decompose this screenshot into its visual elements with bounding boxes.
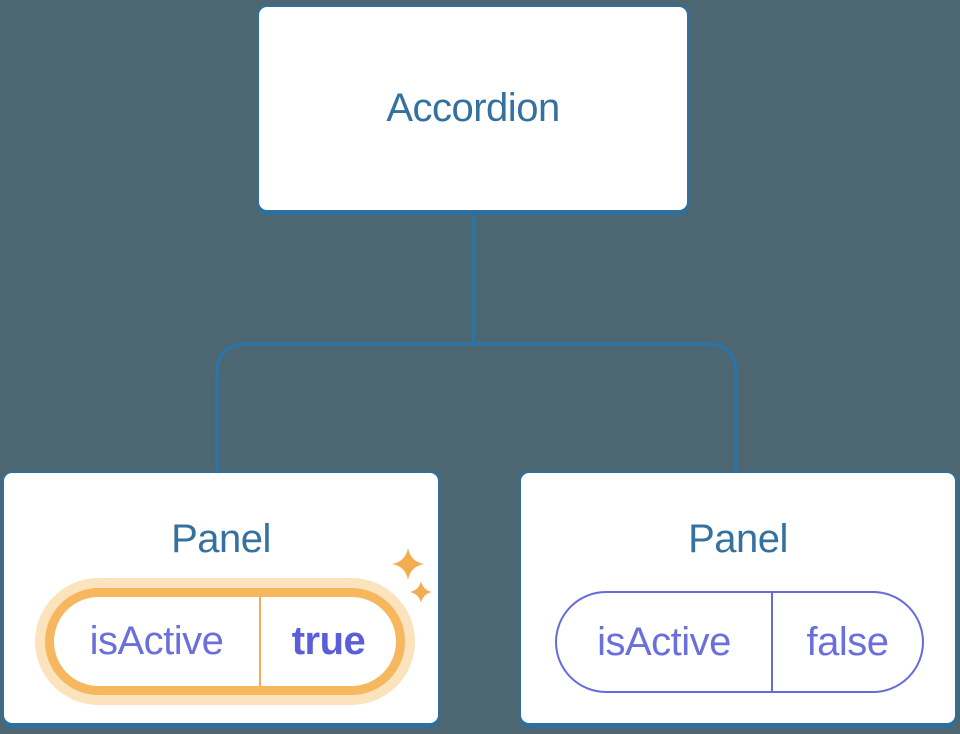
state-pill-active-glow: isActive true (35, 578, 415, 705)
state-prop-label: isActive (89, 619, 224, 663)
connector-branch (215, 342, 738, 472)
state-pill-divider (259, 597, 261, 686)
sparkle-small (410, 581, 432, 603)
state-value-label: true (291, 619, 366, 663)
panel-node-inactive: Panel isActive false (519, 471, 957, 725)
panel-node-active: Panel isActive true (2, 471, 440, 725)
state-prop-label: isActive (597, 619, 731, 664)
accordion-node: Accordion (257, 5, 689, 212)
sparkle-large (392, 548, 424, 580)
state-pill-inactive: isActive false (555, 591, 924, 693)
accordion-node-label: Accordion (386, 86, 560, 130)
state-pill-divider (771, 593, 773, 691)
sparkles-icon (392, 548, 432, 603)
panel-title: Panel (688, 517, 788, 561)
panel-title: Panel (171, 517, 271, 561)
state-pill-active: isActive true (45, 588, 405, 695)
state-value-label: false (806, 619, 890, 664)
